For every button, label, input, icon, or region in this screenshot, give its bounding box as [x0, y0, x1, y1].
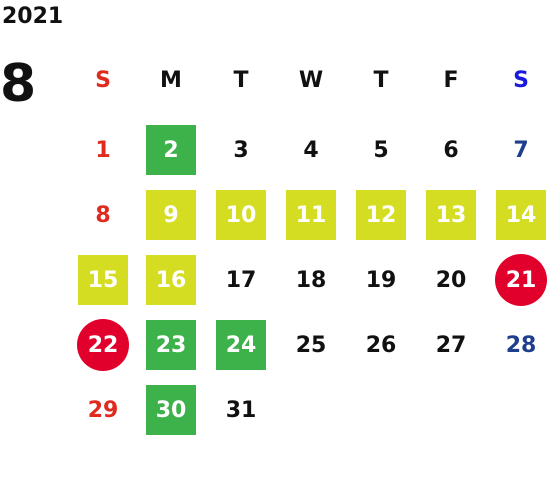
- day-cell[interactable]: 26: [365, 332, 397, 358]
- day-cell[interactable]: 18: [295, 267, 327, 293]
- day-cell[interactable]: 8: [95, 202, 111, 228]
- day-cell[interactable]: 14: [496, 190, 546, 240]
- day-cell[interactable]: 3: [233, 137, 249, 163]
- day-cell[interactable]: 29: [87, 397, 119, 423]
- day-cell[interactable]: 16: [146, 255, 196, 305]
- year-label: 2021: [2, 4, 64, 29]
- day-cell[interactable]: 21: [495, 254, 547, 306]
- day-cell[interactable]: 10: [216, 190, 266, 240]
- day-cell[interactable]: 25: [295, 332, 327, 358]
- weekday-header: F: [443, 68, 459, 93]
- day-cell[interactable]: 9: [146, 190, 196, 240]
- day-cell[interactable]: 28: [505, 332, 537, 358]
- weekday-header: W: [298, 68, 324, 93]
- day-cell[interactable]: 1: [95, 137, 111, 163]
- day-cell[interactable]: 6: [443, 137, 459, 163]
- day-cell[interactable]: 11: [286, 190, 336, 240]
- day-cell[interactable]: 5: [373, 137, 389, 163]
- day-cell[interactable]: 31: [225, 397, 257, 423]
- month-label: 8: [0, 54, 37, 114]
- weekday-header: S: [513, 68, 529, 93]
- weekday-header: T: [233, 68, 249, 93]
- weekday-header: T: [373, 68, 389, 93]
- day-cell[interactable]: 7: [513, 137, 529, 163]
- day-cell[interactable]: 30: [146, 385, 196, 435]
- day-cell[interactable]: 23: [146, 320, 196, 370]
- day-cell[interactable]: 22: [77, 319, 129, 371]
- day-cell[interactable]: 27: [435, 332, 467, 358]
- day-cell[interactable]: 13: [426, 190, 476, 240]
- weekday-header: M: [160, 68, 182, 93]
- day-cell[interactable]: 24: [216, 320, 266, 370]
- day-cell[interactable]: 15: [78, 255, 128, 305]
- day-cell[interactable]: 17: [225, 267, 257, 293]
- day-cell[interactable]: 2: [146, 125, 196, 175]
- weekday-header: S: [95, 68, 111, 93]
- day-cell[interactable]: 12: [356, 190, 406, 240]
- day-cell[interactable]: 20: [435, 267, 467, 293]
- day-cell[interactable]: 4: [303, 137, 319, 163]
- day-cell[interactable]: 19: [365, 267, 397, 293]
